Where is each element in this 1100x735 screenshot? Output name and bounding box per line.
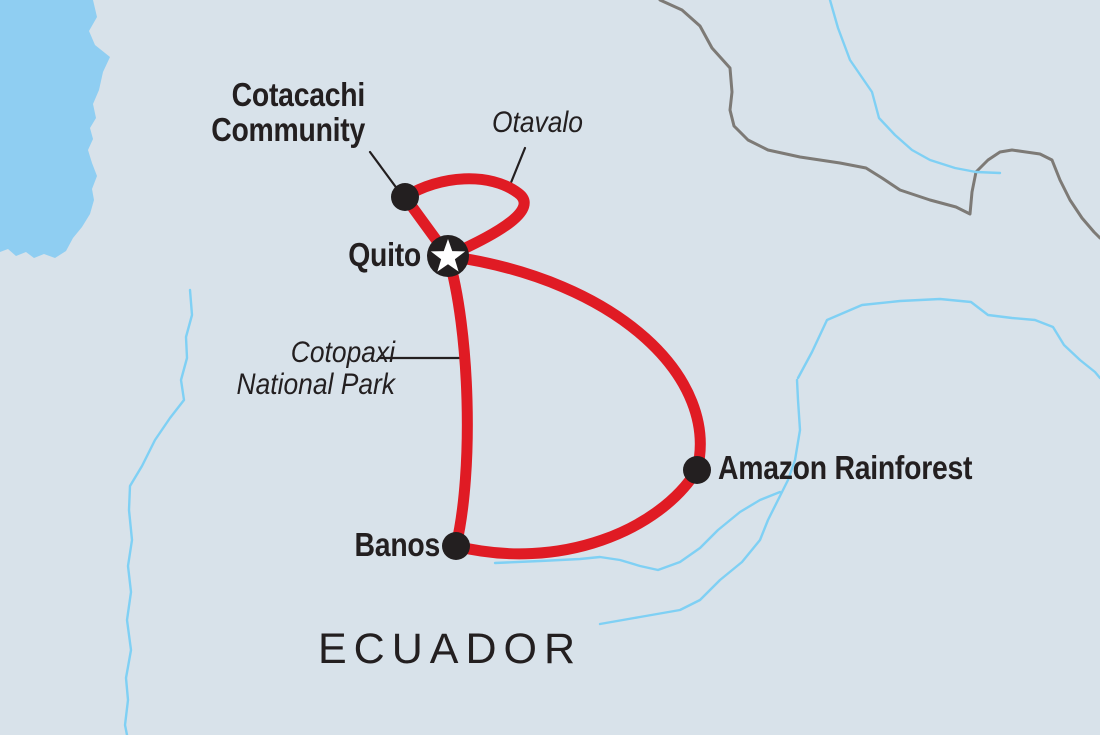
river-amazon-south	[598, 378, 802, 626]
marker-quito[interactable]	[427, 235, 469, 277]
city-dot-icon	[683, 456, 711, 484]
city-dot-icon	[391, 183, 419, 211]
marker-amazon-rainforest[interactable]	[683, 456, 711, 484]
marker-banos[interactable]	[442, 532, 470, 560]
river-layer	[123, 0, 1100, 735]
cotacachi-leader	[368, 150, 400, 192]
river-west	[123, 288, 194, 735]
pacific-ocean	[0, 0, 110, 258]
marker-layer	[391, 183, 711, 560]
route-segment-banos-amazon	[450, 464, 703, 560]
water-layer	[0, 0, 110, 258]
route-segment-quito-cotacachi-otavalo-loop	[399, 173, 530, 262]
route-segment-amazon-quito	[442, 250, 706, 476]
border-north	[658, 0, 1100, 240]
route-layer	[399, 173, 706, 560]
river-east	[796, 297, 1100, 380]
border-layer	[658, 0, 1100, 240]
river-north-east	[828, 0, 1002, 175]
river-banos-east	[493, 490, 782, 572]
city-dot-icon	[442, 532, 470, 560]
marker-cotacachi-community[interactable]	[391, 183, 419, 211]
route-segment-quito-cotopaxi-banos	[442, 250, 473, 552]
capital-star-icon	[430, 238, 466, 272]
